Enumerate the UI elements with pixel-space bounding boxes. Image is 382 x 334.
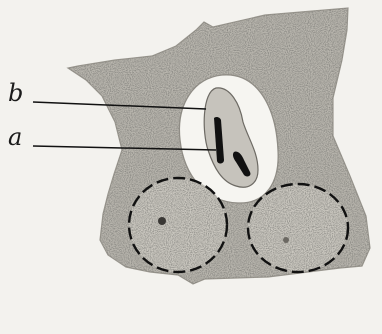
nucleolus-left bbox=[158, 217, 166, 225]
nucleolus-right bbox=[283, 237, 289, 243]
label-b: b bbox=[8, 81, 23, 105]
label-a: a bbox=[8, 125, 22, 149]
